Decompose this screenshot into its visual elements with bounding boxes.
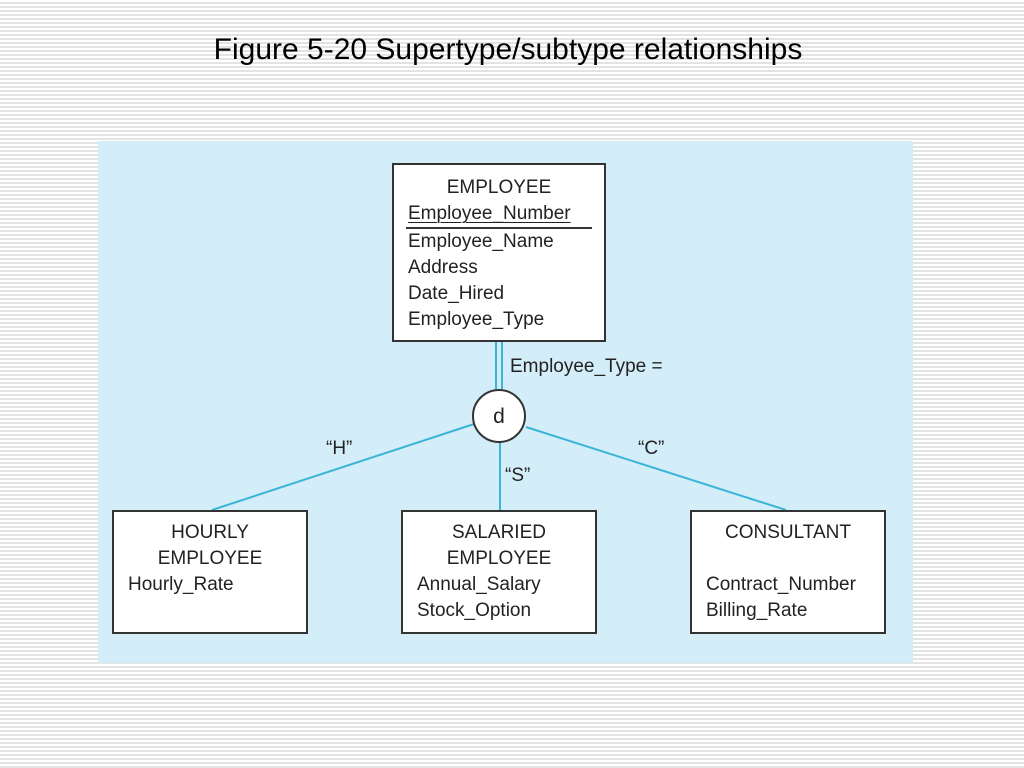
entity-name xyxy=(692,546,884,572)
discriminator-value-salaried: “S” xyxy=(505,465,531,486)
disjointness-symbol: d xyxy=(493,405,505,428)
consultant-connector xyxy=(525,426,787,511)
discriminator-value-hourly: “H” xyxy=(326,438,353,459)
entity-employee: EMPLOYEE Employee_Number Employee_Name A… xyxy=(392,163,606,342)
entity-name: EMPLOYEE xyxy=(446,548,552,569)
attribute: Annual_Salary xyxy=(417,574,541,595)
connector-lines: d xyxy=(211,341,787,511)
disjointness-circle xyxy=(472,389,526,443)
attribute: Hourly_Rate xyxy=(128,574,234,595)
attribute: Employee_Type xyxy=(408,309,545,330)
entity-hourly-employee: HOURLY EMPLOYEE Hourly_Rate xyxy=(112,510,308,634)
attribute: Address xyxy=(408,257,478,278)
attribute: Employee_Name xyxy=(408,231,554,252)
discriminator-value-consultant: “C” xyxy=(638,438,665,459)
slide-title: Figure 5-20 Supertype/subtype relationsh… xyxy=(213,33,803,66)
entity-salaried-employee: SALARIED EMPLOYEE Annual_Salary Stock_Op… xyxy=(401,510,597,634)
attribute: Billing_Rate xyxy=(706,600,808,621)
entity-name: CONSULTANT xyxy=(725,522,851,543)
attribute: Date_Hired xyxy=(408,283,505,304)
attribute: Stock_Option xyxy=(417,600,532,621)
entity-consultant: CONSULTANT Contract_Number Billing_Rate xyxy=(690,510,886,634)
entity-name: EMPLOYEE xyxy=(446,177,552,198)
entity-name: SALARIED xyxy=(452,522,546,543)
entity-name: HOURLY xyxy=(171,522,249,543)
identifier-divider xyxy=(406,227,592,229)
hourly-connector xyxy=(211,423,475,511)
subtype-discriminator-label: Employee_Type = xyxy=(510,356,663,377)
entity-name: EMPLOYEE xyxy=(157,548,263,569)
attribute: Contract_Number xyxy=(706,574,856,595)
identifier-attribute: Employee_Number xyxy=(408,203,571,224)
diagram-panel: d EMPLOYEE Employee_Number Employee_Name… xyxy=(98,141,913,663)
